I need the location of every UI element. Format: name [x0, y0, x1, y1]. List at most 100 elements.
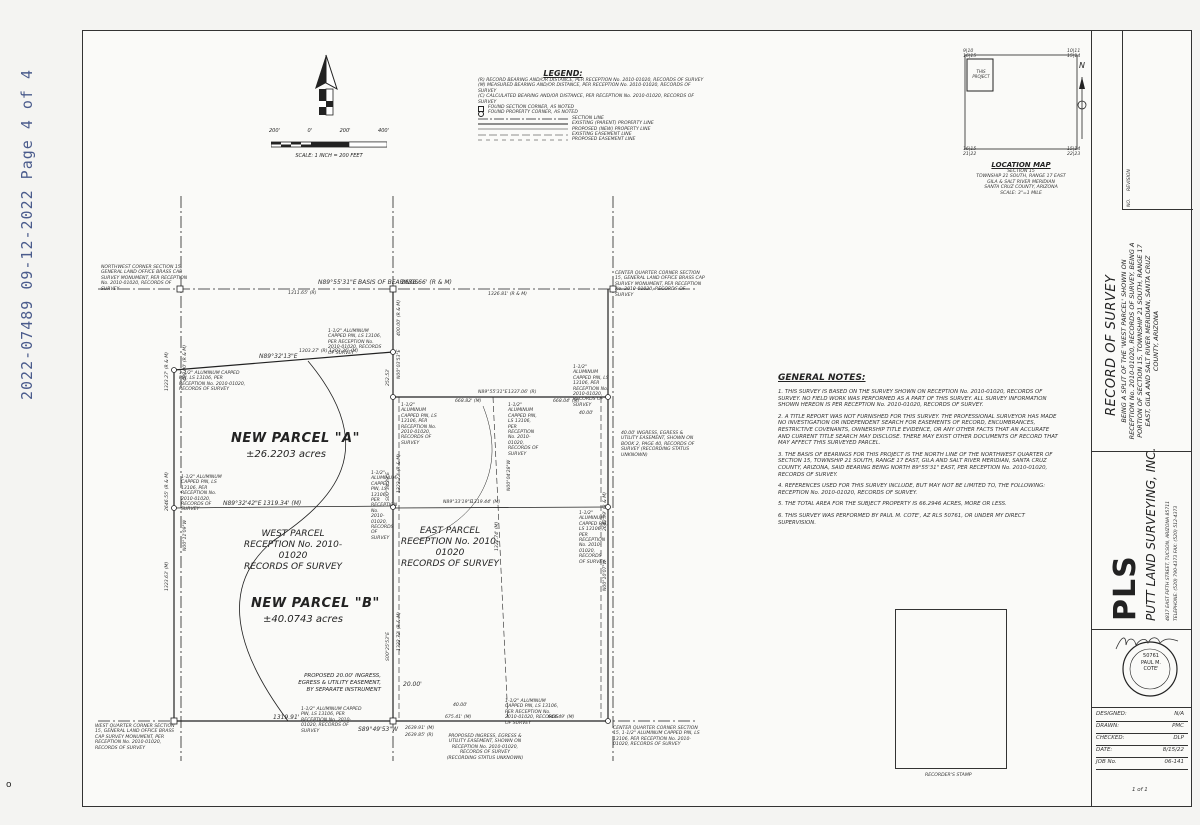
distance-label: 1303.27' (R) 1303.26' (M) — [299, 349, 359, 354]
distance-label: 1319.34' (M) — [263, 500, 302, 507]
distance-label: 40.00' — [453, 703, 468, 708]
distance-label: 1322.72' (R & M) — [397, 612, 402, 651]
bearing-label: N89°55'31"E — [478, 390, 508, 395]
distance-label: 644.49' (M) — [548, 715, 575, 720]
line-sample-icon — [478, 139, 568, 141]
pin-callout: 1-1/2" ALUMINUM CAPPED PIN, LS 13106, PE… — [301, 707, 362, 734]
note-item: 1. THIS SURVEY IS BASED ON THE SURVEY SH… — [778, 389, 1047, 409]
note-item: 5. THE TOTAL AREA FOR THE SUBJECT PROPER… — [778, 501, 1007, 508]
drawn-row: DRAWN:PMC — [1096, 723, 1188, 734]
distance-label: 668.82' (M) — [455, 399, 482, 404]
pin-callout: 1-1/2" ALUMINUM CAPPED PIN, LS 13106, PE… — [328, 329, 382, 356]
distance-label: 1323.63' (M) — [165, 561, 170, 591]
parcel-a-label: NEW PARCEL "A" — [231, 431, 360, 446]
location-map: 9|10 16|15 10|11 15|14 16|15 21|22 15|14… — [941, 49, 1101, 199]
legend-item: PROPOSED (NEW) PROPERTY LINE — [572, 126, 651, 132]
recorder-stamp-label: RECORDER'S STAMP — [925, 773, 972, 778]
note-item: 2. A TITLE REPORT WAS NOT FURNISHED FOR … — [778, 413, 1058, 447]
distance-label: 40.00' — [579, 411, 594, 416]
distance-label: 2639.91' (M) — [405, 726, 435, 731]
line-sample-icon — [478, 123, 568, 125]
east-parcel-label: EAST PARCEL RECEPTION No. 2010-01020 REC… — [400, 526, 500, 569]
north-label: N — [1079, 61, 1085, 70]
corner-label: 16|15 — [963, 54, 977, 59]
company-address: 4817 EAST FIFTH STREET, TUCSON, ARIZONA … — [1166, 500, 1171, 621]
general-notes-title: GENERAL NOTES: — [778, 373, 866, 383]
north-arrow-icon — [315, 54, 338, 116]
seal-text: 50761 PAUL M. COTE' — [1140, 653, 1162, 672]
legend-item: (C) CALCULATED BEARING AND/OR DISTANCE, … — [478, 94, 695, 105]
revision-box: NO. REVISION — [1122, 31, 1193, 210]
legend-item: EXISTING (PARENT) PROPERTY LINE — [572, 121, 654, 127]
bearing-label: S00°25'53"E — [386, 631, 391, 661]
line-sample-icon — [478, 129, 568, 130]
note-item: 6. THIS SURVEY WAS PERFORMED BY PAUL M. … — [778, 512, 1025, 526]
distance-label: 400.00' (R & M) — [397, 299, 402, 336]
general-notes: GENERAL NOTES: 1. THIS SURVEY IS BASED O… — [778, 373, 1058, 526]
pin-callout: 1-1/2" ALUMINUM CAPPED PIN, LS 13106, PE… — [179, 371, 246, 393]
plat-drawing — [98, 196, 698, 761]
center-corner-callout: CENTER QUARTER CORNER SECTION 15, GENERA… — [615, 271, 705, 298]
corner-label: 15|14 — [1067, 147, 1081, 152]
line-sample-icon — [478, 118, 568, 119]
legend-item: PROPOSED EASEMENT LINE — [572, 137, 636, 143]
pin-callout: 1-1/2" ALUMINUM CAPPED PIN, LS 13106, PE… — [401, 403, 437, 446]
distance-label: 1337.06' (R) — [508, 390, 537, 395]
sheet-number: 1 of 1 — [1132, 787, 1148, 793]
distance-label: 1319.44' (M) — [471, 500, 501, 505]
west-parcel-label: WEST PARCEL RECEPTION No. 2010-01020 REC… — [243, 529, 343, 572]
recording-stamp-text: 2022-07489 09-12-2022 Page 4 of 4 — [18, 68, 36, 400]
circle-icon — [478, 111, 484, 118]
signature-icon — [1115, 637, 1179, 650]
note-item: 3. THE BASIS OF BEARINGS FOR THIS PROJEC… — [778, 451, 1053, 478]
bearing-label: N00°03'53"E — [397, 349, 402, 379]
parcel-b-area: ±40.0743 acres — [263, 614, 344, 625]
note-item: 4. REFERENCES USED FOR THIS SURVEY INCLU… — [778, 483, 1046, 496]
distance-label: 2638.66' (R & M) — [401, 279, 452, 286]
legend-item: FOUND SECTION CORNER, AS NOTED — [488, 105, 575, 111]
location-map-graphic — [964, 54, 1087, 150]
parcel-b-label: NEW PARCEL "B" — [251, 596, 380, 611]
location-map-title: LOCATION MAP — [991, 161, 1051, 169]
distance-label: 1322.74' (M) — [495, 521, 500, 551]
nw-corner-callout: NORTHWEST CORNER SECTION 15, GENERAL LAN… — [101, 265, 188, 292]
line-sample-icon — [478, 134, 568, 136]
pin-callout: 1-1/2" ALUMINUM CAPPED PIN, LS 13106, PE… — [579, 511, 608, 565]
designed-row: DESIGNED:N/A — [1096, 711, 1188, 722]
distance-label: 2639.85' (R) — [405, 733, 434, 738]
job-row: JOB No.06-141 — [1096, 759, 1188, 770]
company-phone: TELEPHONE: (520) 790-4373 FAX: (520) 512… — [1174, 505, 1179, 621]
legend-title: LEGEND: — [543, 69, 583, 78]
basis-label: BASIS OF BEARINGS — [358, 279, 419, 286]
company-name: PUTT LAND SURVEYING, INC. — [1144, 447, 1158, 621]
pin-callout: 1-1/2" ALUMINUM CAPPED PIN, LS 13106, PE… — [573, 365, 609, 408]
bearing-label: N89°32'42"E — [223, 500, 262, 507]
distance-label: 1323.22' (R & M) — [397, 454, 402, 493]
checked-row: CHECKED:DLP — [1096, 735, 1188, 746]
distance-label: 1319.91' — [273, 714, 300, 721]
survey-sheet: 200' 0' 200' 400' SCALE: 1 INCH = 200 FE… — [82, 30, 1193, 807]
bearing-label: S89°49'53"W — [358, 726, 399, 733]
corner-label: 16|15 — [963, 147, 977, 152]
distance-label: 1323.27' (R & M) — [165, 352, 170, 391]
corner-label: 15|14 — [1067, 54, 1081, 59]
bearing-label: N00°11'09"W — [183, 519, 188, 551]
recorder-stamp-box — [895, 609, 1007, 769]
legend-item: (R) RECORD BEARING AND/OR DISTANCE, PER … — [478, 78, 704, 83]
scale-bar: 200' 0' 200' 400' SCALE: 1 INCH = 200 FE… — [269, 128, 389, 159]
sc-corner-callout: CENTER QUARTER CORNER SECTION 15, 1-1/2"… — [613, 726, 700, 748]
pin-callout: 1-1/2" ALUMINUM CAPPED PIN, LS 13106, PE… — [181, 475, 222, 513]
scale-label: SCALE: 1 INCH = 200 FEET — [295, 153, 363, 159]
bearing-label: N89°55'31"E — [318, 279, 357, 286]
legend-item: (M) MEASURED BEARING AND/OR DISTANCE, PE… — [478, 83, 691, 94]
legend: LEGEND: (R) RECORD BEARING AND/OR DISTAN… — [478, 69, 708, 143]
company-logo: PLS — [1108, 555, 1143, 621]
distance-label: 20.00' — [403, 681, 422, 688]
sheet-subtitle: BEING A SPLIT OF THE 'WEST PARCEL' SHOWN… — [1120, 242, 1160, 440]
distance-label: 2646.55' (R & M) — [165, 472, 170, 511]
pin-callout: 1-1/2" ALUMINUM CAPPED PIN, LS 13106, PE… — [505, 699, 559, 726]
parcel-a-area: ±26.2203 acres — [246, 449, 327, 460]
legend-item: SECTION LINE — [572, 115, 604, 121]
corner-label: 9|10 — [963, 49, 974, 54]
pin-callout: 1-1/2" ALUMINUM CAPPED PIN, LS 13106, PE… — [508, 403, 539, 457]
